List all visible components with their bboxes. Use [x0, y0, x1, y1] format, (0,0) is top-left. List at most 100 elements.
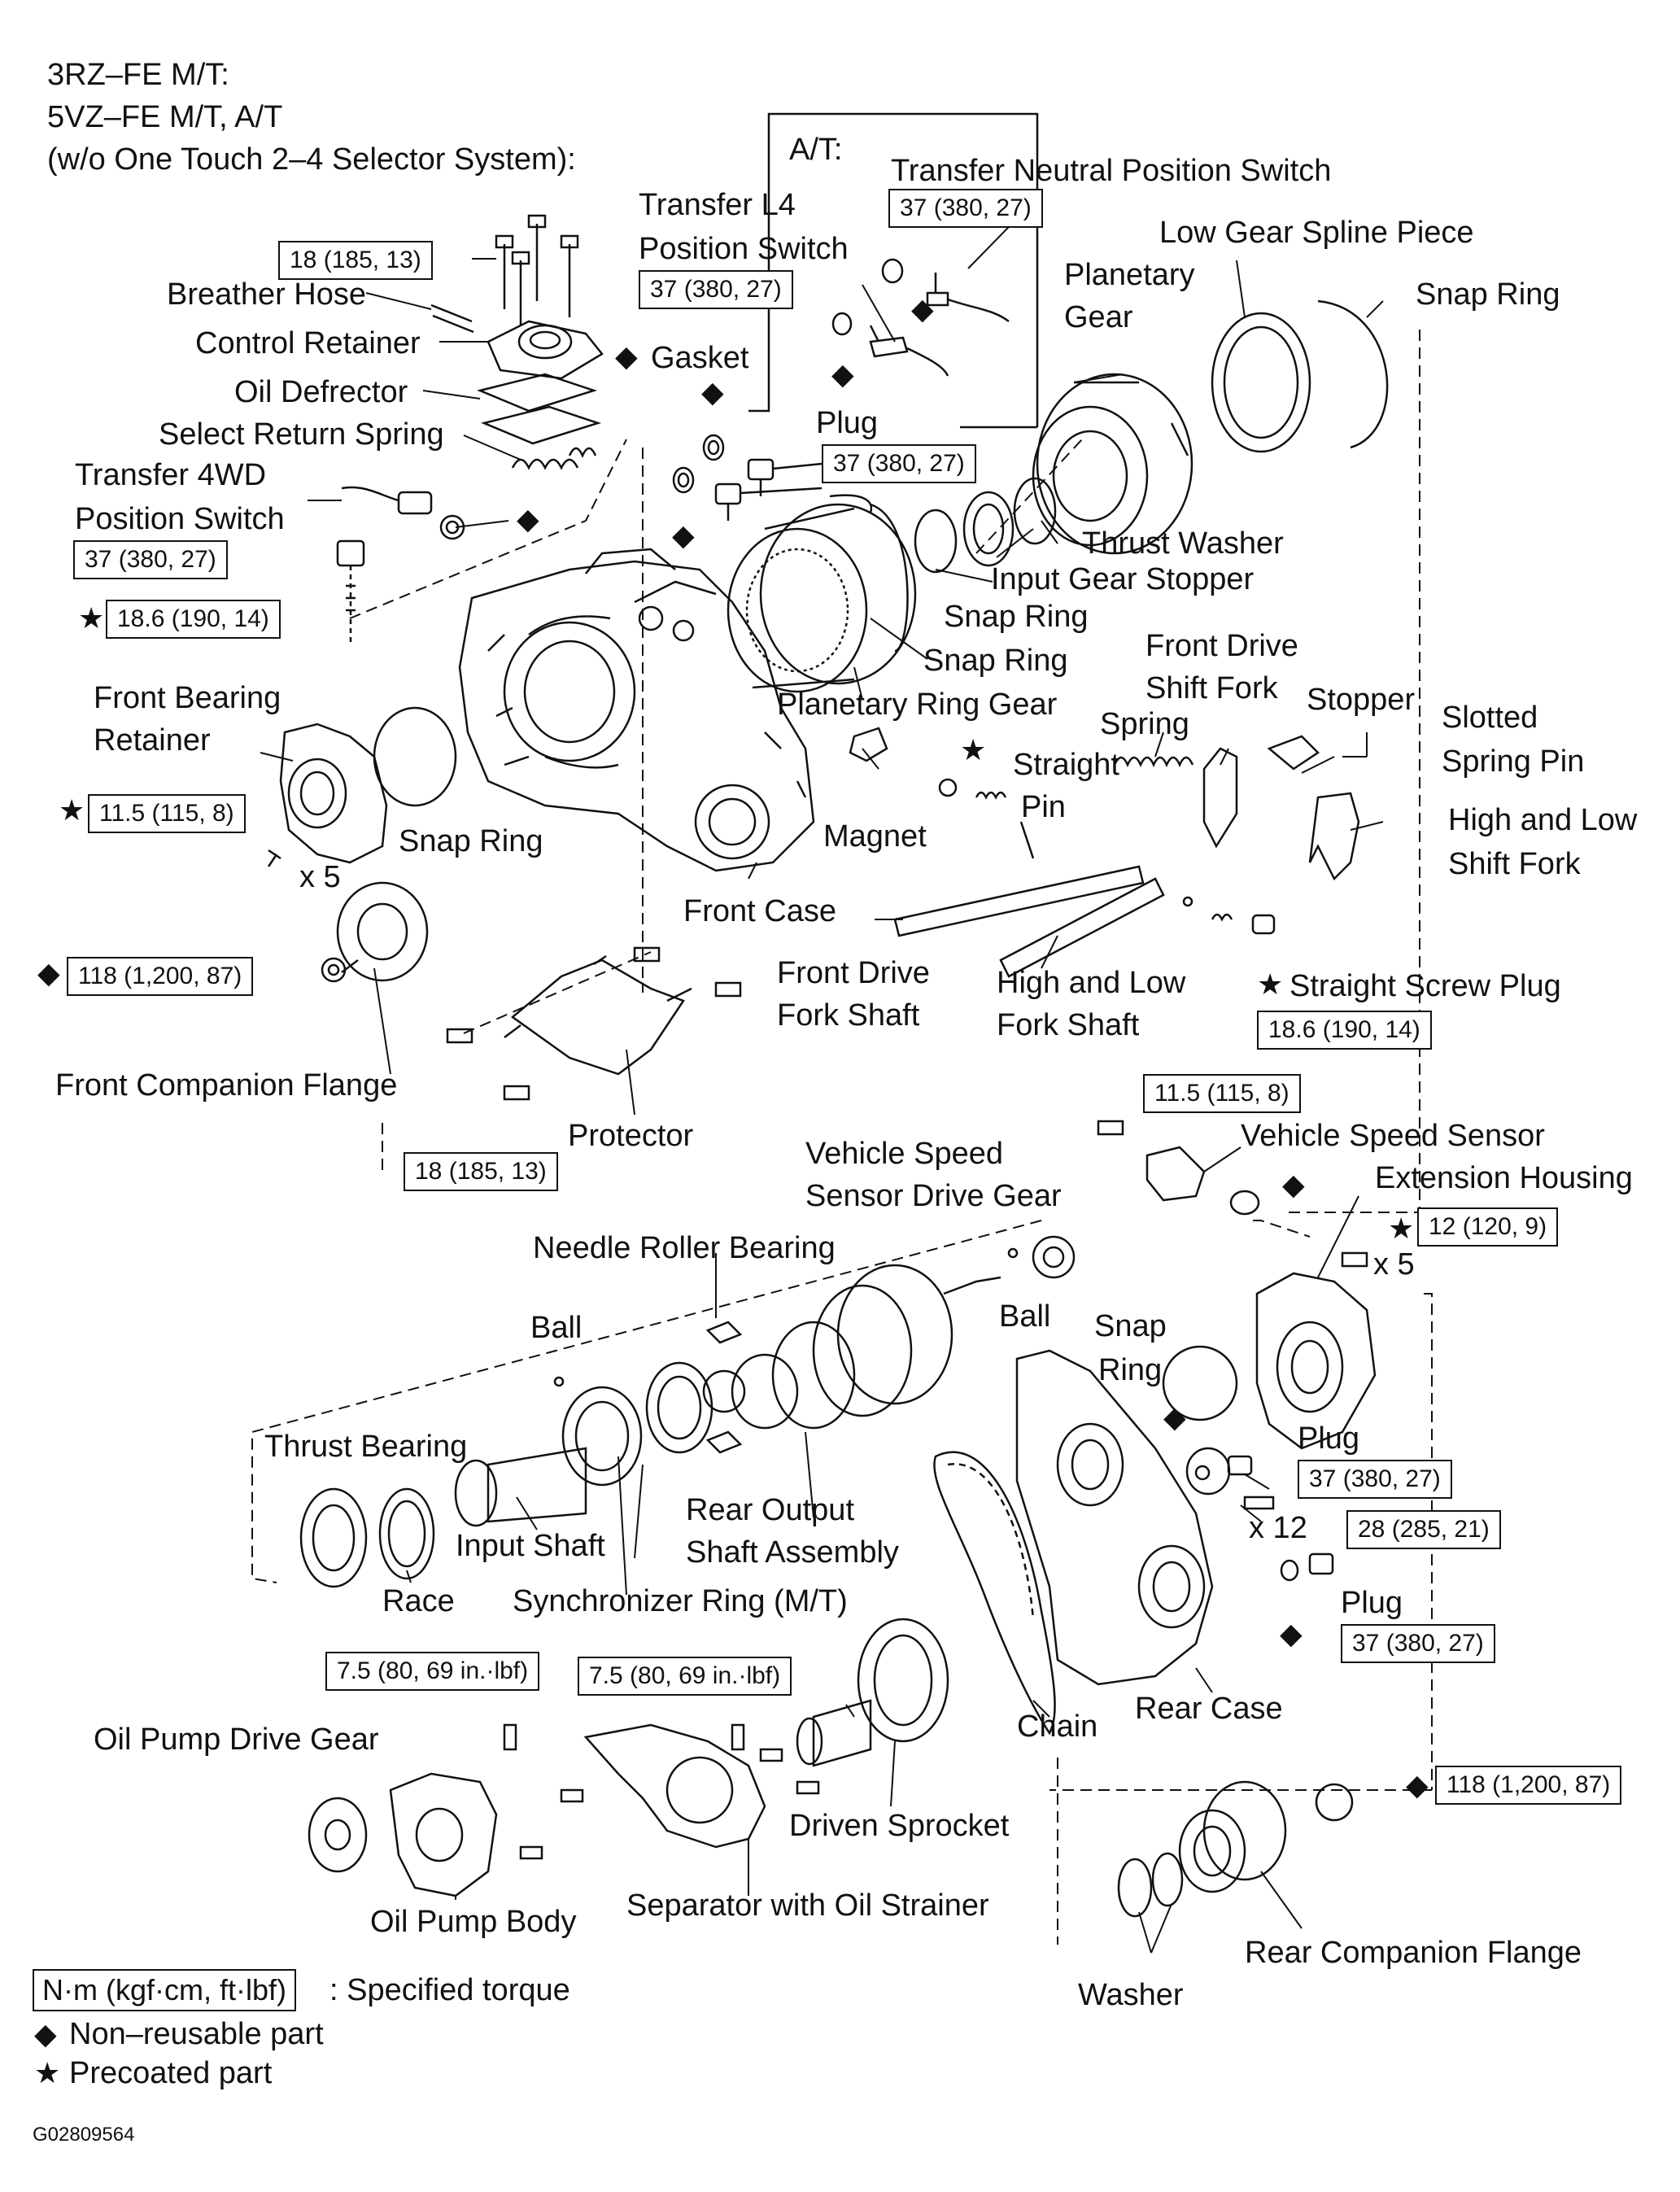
legend-star-icon: ★: [34, 2056, 61, 2089]
torque-separator: 7.5 (80, 69 in.·lbf): [578, 1657, 792, 1696]
label-transfer-neutral-switch: Transfer Neutral Position Switch: [891, 154, 1332, 188]
label-driven-sprocket: Driven Sprocket: [789, 1809, 1010, 1843]
torque-front-flange: 118 (1,200, 87): [67, 957, 254, 996]
torque-rear-case: 28 (285, 21): [1346, 1510, 1501, 1549]
label-plug-top: Plug: [816, 406, 879, 440]
gasket-diamond: ◆: [615, 339, 638, 373]
label-low-gear-spline-piece: Low Gear Spline Piece: [1159, 216, 1474, 250]
torque-control-retainer: 18 (185, 13): [278, 241, 433, 280]
label-rear-case: Rear Case: [1135, 1692, 1283, 1726]
label-synchronizer-ring: Synchronizer Ring (M/T): [513, 1584, 848, 1618]
label-front-drive-fork-shaft-line1: Front Drive: [777, 956, 930, 990]
label-rear-output-line2: Shaft Assembly: [686, 1535, 899, 1570]
rear-output-shaft-art: [702, 1247, 1019, 1454]
dashed-frames: [251, 330, 1433, 1945]
planetary-ring-gear-art: [727, 503, 917, 693]
label-gasket: Gasket: [651, 341, 749, 375]
label-front-drive-shift-fork-line2: Shift Fork: [1145, 671, 1278, 705]
label-extension-housing: Extension Housing: [1375, 1161, 1633, 1195]
header-line-2: 5VZ–FE M/T, A/T: [47, 100, 283, 134]
legend-non-reusable: Non–reusable part: [69, 2017, 324, 2051]
label-front-drive-fork-shaft-line2: Fork Shaft: [777, 998, 920, 1033]
diamond-neutral-switch: ◆: [911, 292, 934, 325]
label-x12: x 12: [1249, 1511, 1307, 1545]
label-race: Race: [382, 1584, 455, 1618]
label-plug-right1: Plug: [1298, 1421, 1360, 1456]
figure-id: G02809564: [33, 2124, 135, 2146]
label-slotted-spring-pin-line1: Slotted: [1442, 701, 1538, 735]
star-screw-plug: ★: [1257, 967, 1284, 1001]
label-high-low-fork-shaft-line1: High and Low: [997, 966, 1186, 1000]
label-snap-ring-left: Snap Ring: [399, 824, 543, 858]
torque-protector: 18 (185, 13): [404, 1152, 558, 1191]
label-oil-pump-body: Oil Pump Body: [370, 1905, 577, 1939]
diamond-gasket-lower: ◆: [672, 518, 695, 552]
torque-186-left: 18.6 (190, 14): [106, 600, 281, 639]
oil-pump-art: [308, 1723, 584, 1897]
label-straight-pin-line1: Straight: [1013, 748, 1119, 782]
label-thrust-washer: Thrust Washer: [1082, 526, 1284, 561]
torque-rear-flange: 118 (1,200, 87): [1435, 1766, 1622, 1805]
star-front-bearing: ★: [59, 793, 85, 827]
label-vehicle-speed-sensor: Vehicle Speed Sensor: [1241, 1119, 1545, 1153]
label-rear-output-line1: Rear Output: [686, 1493, 854, 1527]
snap-rings-art: [829, 477, 1057, 653]
separator-art: [583, 1723, 820, 1849]
low-gear-spline-piece-art: [1211, 312, 1311, 453]
driven-sprocket-art: [796, 1618, 949, 1767]
label-transfer-4wd-line1: Transfer 4WD: [75, 458, 267, 492]
label-washer: Washer: [1078, 1978, 1184, 2012]
diamond-rear-flange: ◆: [1406, 1768, 1429, 1801]
label-oil-defrector: Oil Defrector: [234, 375, 408, 409]
chain-art: [933, 1451, 1056, 1736]
label-ball-right: Ball: [999, 1299, 1051, 1334]
label-snap-ring-mid2: Snap Ring: [923, 644, 1068, 678]
label-control-retainer: Control Retainer: [195, 326, 421, 360]
snap-ring-top-art: [1317, 299, 1389, 449]
label-planetary-gear-line1: Planetary: [1064, 258, 1195, 292]
label-transfer-l4-line2: Position Switch: [639, 232, 849, 266]
front-case-art: [458, 548, 815, 872]
torque-plug-r2: 37 (380, 27): [1341, 1624, 1495, 1663]
label-front-bearing-retainer-line2: Retainer: [94, 723, 211, 758]
label-front-case: Front Case: [683, 894, 836, 928]
label-vssdg-line1: Vehicle Speed: [805, 1137, 1003, 1171]
label-input-gear-stopper: Input Gear Stopper: [991, 562, 1255, 596]
label-snap-ring-right-line2: Ring: [1098, 1353, 1163, 1387]
front-companion-flange-art: [321, 881, 429, 983]
torque-speed-sensor: 11.5 (115, 8): [1143, 1074, 1301, 1113]
planetary-gear-art: [1032, 373, 1193, 555]
legend-torque-unit: N·m (kgf·cm, ft·lbf): [33, 1969, 296, 2011]
label-breather-hose: Breather Hose: [167, 277, 367, 312]
diamond-plug-r1: ◆: [1163, 1400, 1186, 1434]
label-select-return-spring: Select Return Spring: [159, 417, 444, 452]
legend-diamond-icon: ◆: [34, 2017, 57, 2050]
label-thrust-bearing: Thrust Bearing: [264, 1430, 468, 1464]
label-front-companion-flange: Front Companion Flange: [55, 1068, 398, 1103]
header-line-1: 3RZ–FE M/T:: [47, 58, 229, 92]
label-magnet: Magnet: [823, 819, 927, 854]
label-vssdg-line2: Sensor Drive Gear: [805, 1179, 1062, 1213]
label-needle-roller-bearing: Needle Roller Bearing: [533, 1231, 836, 1265]
label-straight-pin-line2: Pin: [1021, 790, 1066, 824]
torque-screw-plug: 18.6 (190, 14): [1257, 1011, 1432, 1050]
label-high-low-shift-fork-line2: Shift Fork: [1448, 847, 1581, 881]
at-switches-art: [831, 258, 1010, 377]
torque-4wd: 37 (380, 27): [73, 540, 228, 579]
label-snap-ring-right-line1: Snap: [1094, 1309, 1167, 1343]
label-stopper: Stopper: [1307, 683, 1416, 717]
legend-precoated: Precoated part: [69, 2056, 273, 2090]
vehicle-speed-sensor-art: [1032, 1120, 1260, 1279]
star-186-left: ★: [78, 601, 105, 635]
label-planetary-gear-line2: Gear: [1064, 300, 1133, 334]
diamond-l4-switch: ◆: [831, 357, 854, 391]
label-protector: Protector: [568, 1119, 694, 1153]
torque-extension: 12 (120, 9): [1417, 1207, 1559, 1247]
header-line-3: (w/o One Touch 2–4 Selector System):: [47, 142, 576, 177]
label-high-low-shift-fork-line1: High and Low: [1448, 803, 1638, 837]
label-straight-screw-plug: Straight Screw Plug: [1289, 969, 1561, 1003]
torque-plug-top: 37 (380, 27): [822, 444, 976, 483]
leader-lines: [260, 194, 1384, 1954]
